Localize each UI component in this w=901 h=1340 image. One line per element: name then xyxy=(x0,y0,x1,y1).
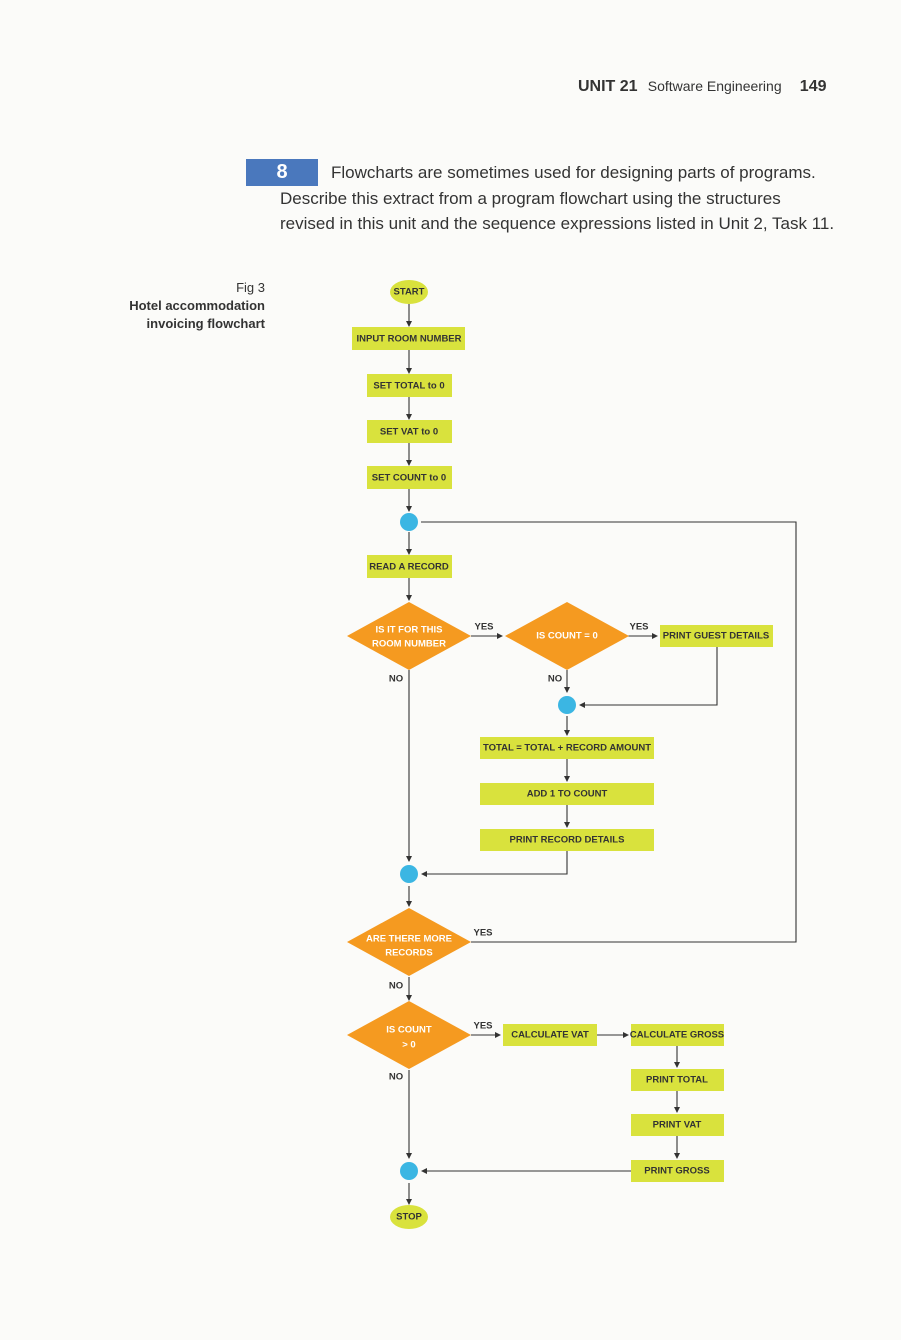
unit-subtitle: Software Engineering xyxy=(647,78,782,94)
stop-label: STOP xyxy=(396,1212,422,1223)
print-guest-box: PRINT GUEST DETAILS xyxy=(660,625,773,647)
total-calc-label: TOTAL = TOTAL + RECORD AMOUNT xyxy=(483,743,651,754)
no-label-more: NO xyxy=(389,981,403,992)
set-count-label: SET COUNT to 0 xyxy=(372,473,446,484)
q-countgt-line1: IS COUNT xyxy=(386,1025,432,1036)
figure-caption: Fig 3 Hotel accommodation invoicing flow… xyxy=(100,279,265,333)
no-label-room: NO xyxy=(389,674,403,685)
task-number-badge: 8 xyxy=(246,159,318,186)
set-vat-label: SET VAT to 0 xyxy=(380,427,438,438)
start-label: START xyxy=(394,287,425,298)
set-total-label: SET TOTAL to 0 xyxy=(373,381,444,392)
unit-number: UNIT 21 xyxy=(578,78,638,95)
q-count0-label: IS COUNT = 0 xyxy=(536,631,598,642)
no-label-countgt: NO xyxy=(389,1072,403,1083)
total-calc-box: TOTAL = TOTAL + RECORD AMOUNT xyxy=(480,737,654,759)
q-room-line1: IS IT FOR THIS xyxy=(375,625,442,636)
connector-dot-loop xyxy=(400,513,418,531)
no-label-count0: NO xyxy=(548,674,562,685)
print-vat-label: PRINT VAT xyxy=(653,1120,702,1131)
connector-dot-merge-2 xyxy=(400,865,418,883)
add-count-box: ADD 1 TO COUNT xyxy=(480,783,654,805)
yes-label-more: YES xyxy=(473,928,492,939)
yes-label-room: YES xyxy=(474,622,493,633)
print-gross-box: PRINT GROSS xyxy=(631,1160,724,1182)
print-record-box: PRINT RECORD DETAILS xyxy=(480,829,654,851)
input-room-label: INPUT ROOM NUMBER xyxy=(356,334,461,345)
stop-terminal: STOP xyxy=(390,1205,428,1229)
page-header: UNIT 21 Software Engineering 149 xyxy=(578,78,827,96)
print-vat-box: PRINT VAT xyxy=(631,1114,724,1136)
figure-title-line2: invoicing flowchart xyxy=(146,316,265,331)
yes-label-countgt: YES xyxy=(473,1021,492,1032)
input-room-box: INPUT ROOM NUMBER xyxy=(352,327,465,350)
yes-label-count0: YES xyxy=(629,622,648,633)
print-total-box: PRINT TOTAL xyxy=(631,1069,724,1091)
flow-lines xyxy=(406,304,797,1205)
q-more-line2: RECORDS xyxy=(385,948,433,959)
start-terminal: START xyxy=(390,280,428,304)
read-record-label: READ A RECORD xyxy=(369,562,449,573)
decision-count-positive: IS COUNT > 0 xyxy=(347,1001,471,1069)
read-record-box: READ A RECORD xyxy=(367,555,452,578)
figure-title-line1: Hotel accommodation xyxy=(129,298,265,313)
q-countgt-line2: > 0 xyxy=(402,1040,415,1051)
calc-vat-label: CALCULATE VAT xyxy=(511,1030,589,1041)
connector-dot-merge-3 xyxy=(400,1162,418,1180)
page-number: 149 xyxy=(799,78,827,95)
decision-more-records: ARE THERE MORE RECORDS xyxy=(347,908,471,976)
calc-gross-label: CALCULATE GROSS xyxy=(630,1030,724,1041)
q-more-line1: ARE THERE MORE xyxy=(366,934,452,945)
decision-room-number: IS IT FOR THIS ROOM NUMBER xyxy=(347,602,471,670)
print-guest-label: PRINT GUEST DETAILS xyxy=(663,631,769,642)
task-instructions: Flowcharts are sometimes used for design… xyxy=(280,163,835,233)
decision-count-zero: IS COUNT = 0 xyxy=(505,602,629,670)
add-count-label: ADD 1 TO COUNT xyxy=(527,789,608,800)
calc-vat-box: CALCULATE VAT xyxy=(503,1024,597,1046)
set-vat-box: SET VAT to 0 xyxy=(367,420,452,443)
connector-dot-merge-1 xyxy=(558,696,576,714)
print-total-label: PRINT TOTAL xyxy=(646,1075,708,1086)
set-count-box: SET COUNT to 0 xyxy=(367,466,452,489)
print-gross-label: PRINT GROSS xyxy=(644,1166,709,1177)
figure-label: Fig 3 xyxy=(236,280,265,295)
print-record-label: PRINT RECORD DETAILS xyxy=(510,835,625,846)
set-total-box: SET TOTAL to 0 xyxy=(367,374,452,397)
q-room-line2: ROOM NUMBER xyxy=(372,639,446,650)
calc-gross-box: CALCULATE GROSS xyxy=(630,1024,724,1046)
